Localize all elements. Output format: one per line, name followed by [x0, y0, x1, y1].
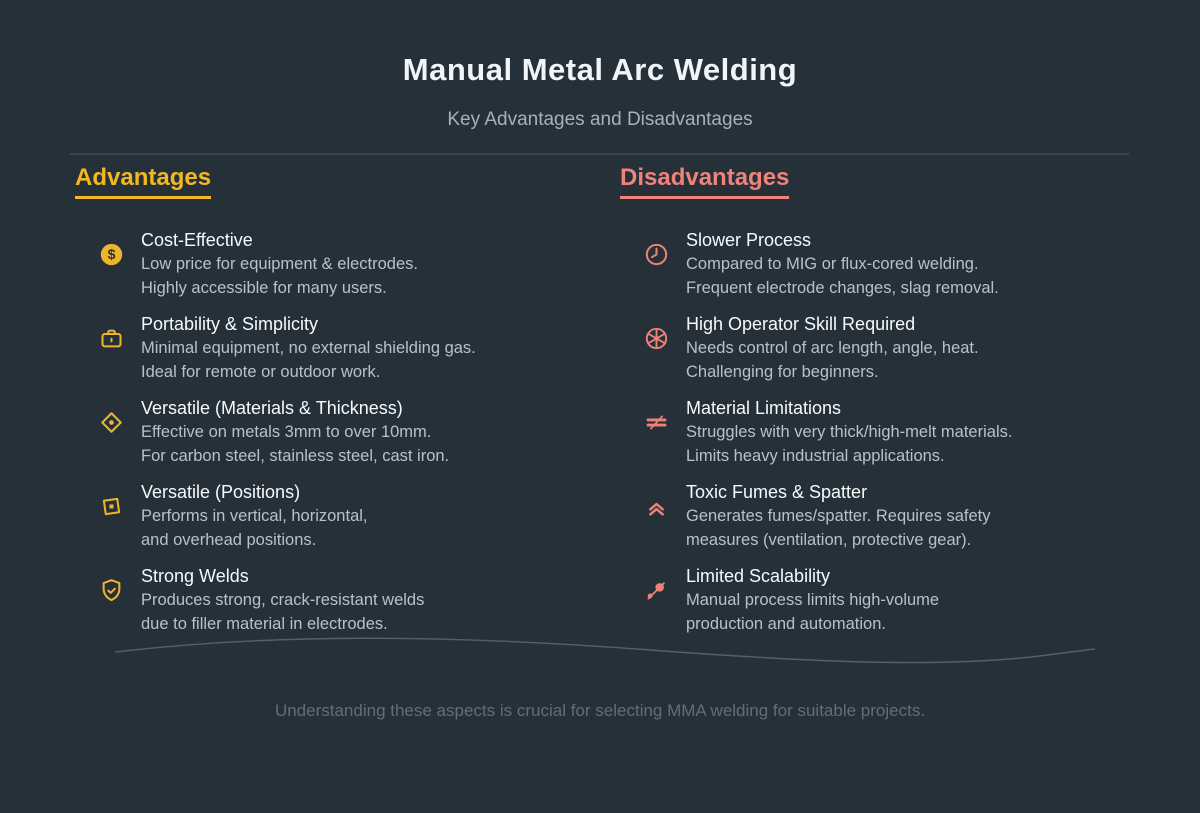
item-desc-line: Challenging for beginners.: [686, 362, 879, 381]
page-header: Manual Metal Arc Welding Key Advantages …: [0, 0, 1200, 131]
item-desc-line: Minimal equipment, no external shielding…: [141, 339, 476, 357]
item-title: Toxic Fumes & Spatter: [686, 482, 868, 502]
item-title: Material Limitations: [686, 398, 842, 418]
footer-note: Understanding these aspects is crucial f…: [274, 701, 926, 720]
item-desc-line: Generates fumes/spatter. Requires safety: [686, 507, 991, 525]
item-desc-line: due to filler material in electrodes.: [141, 614, 388, 633]
material-layers-icon: [643, 409, 670, 436]
disadvantages-list: Slower Process Compared to MIG or flux-c…: [620, 230, 1130, 636]
page-subtitle: Key Advantages and Disadvantages: [447, 109, 753, 130]
coin-icon: $: [98, 241, 125, 268]
list-item: Portability & Simplicity Minimal equipme…: [98, 314, 620, 384]
item-desc-line: Low price for equipment & electrodes.: [141, 255, 418, 273]
page-title: Manual Metal Arc Welding: [402, 52, 798, 87]
list-item: Material Limitations Struggles with very…: [643, 398, 1130, 468]
advantages-heading: Advantages: [75, 165, 212, 199]
item-desc-line: Manual process limits high-volume: [686, 591, 940, 609]
fumes-chevrons-icon: [643, 493, 670, 520]
item-desc-line: Highly accessible for many users.: [141, 278, 387, 297]
item-desc-line: Ideal for remote or outdoor work.: [141, 362, 381, 381]
briefcase-icon: [98, 325, 125, 352]
disadvantages-column: Disadvantages Slower Process Compared to…: [620, 165, 1130, 636]
item-desc-line: production and automation.: [686, 614, 886, 633]
shield-check-icon: [98, 577, 125, 604]
item-desc-line: Frequent electrode changes, slag removal…: [686, 278, 999, 297]
clock-icon: [643, 241, 670, 268]
item-title: High Operator Skill Required: [686, 314, 916, 334]
item-desc-line: Struggles with very thick/high-melt mate…: [686, 423, 1013, 441]
item-desc-line: Compared to MIG or flux-cored welding.: [686, 255, 979, 273]
list-item: High Operator Skill Required Needs contr…: [643, 314, 1130, 384]
item-desc-line: Needs control of arc length, angle, heat…: [686, 339, 979, 357]
item-title: Slower Process: [686, 230, 812, 250]
list-item: Versatile (Materials & Thickness) Effect…: [98, 398, 620, 468]
skill-wheel-icon: [643, 325, 670, 352]
item-title: Cost-Effective: [141, 230, 253, 250]
diamond-icon: [98, 409, 125, 436]
item-desc-line: Produces strong, crack-resistant welds: [141, 591, 425, 609]
item-title: Portability & Simplicity: [141, 314, 319, 334]
list-item: $ Cost-Effective Low price for equipment…: [98, 230, 620, 300]
decorative-wave: [114, 637, 1096, 664]
item-title: Versatile (Materials & Thickness): [141, 398, 403, 418]
item-desc-line: Effective on metals 3mm to over 10mm.: [141, 423, 432, 441]
advantages-column: Advantages $ Cost-Effective Low price fo…: [75, 165, 620, 636]
list-item: Slower Process Compared to MIG or flux-c…: [643, 230, 1130, 300]
list-item: Strong Welds Produces strong, crack-resi…: [98, 566, 620, 636]
svg-text:$: $: [108, 246, 116, 262]
item-title: Strong Welds: [141, 566, 249, 586]
item-title: Limited Scalability: [686, 566, 831, 586]
item-desc-line: For carbon steel, stainless steel, cast …: [141, 446, 450, 465]
item-desc-line: Limits heavy industrial applications.: [686, 446, 945, 465]
item-desc-line: and overhead positions.: [141, 530, 317, 549]
disadvantages-heading: Disadvantages: [620, 165, 790, 199]
positions-icon: [98, 493, 125, 520]
header-divider: [70, 153, 1129, 155]
list-item: Toxic Fumes & Spatter Generates fumes/sp…: [643, 482, 1130, 552]
item-desc-line: Performs in vertical, horizontal,: [141, 507, 368, 525]
list-item: Limited Scalability Manual process limit…: [643, 566, 1130, 636]
advantages-list: $ Cost-Effective Low price for equipment…: [75, 230, 620, 636]
item-desc-line: measures (ventilation, protective gear).: [686, 530, 972, 549]
manual-limit-icon: [643, 577, 670, 604]
comparison-columns: Advantages $ Cost-Effective Low price fo…: [0, 155, 1200, 636]
item-title: Versatile (Positions): [141, 482, 301, 502]
list-item: Versatile (Positions) Performs in vertic…: [98, 482, 620, 552]
